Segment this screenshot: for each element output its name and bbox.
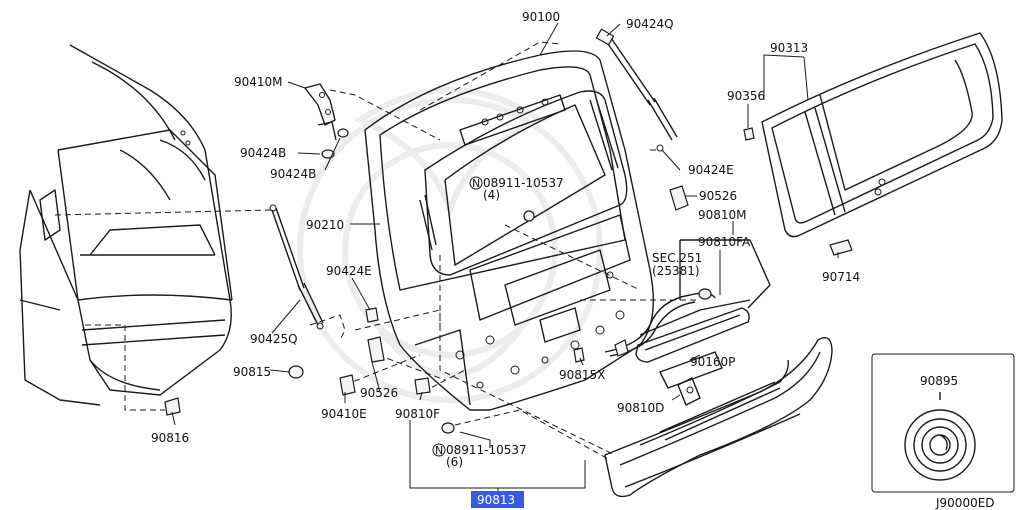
guide-line (422, 369, 466, 393)
rear-glass-90313 (761, 32, 1003, 238)
nut-callout-bottom: N 08911-10537 (6) (432, 443, 527, 469)
label-90410m: 90410M (234, 75, 283, 89)
part-90714 (829, 239, 853, 256)
label-90424q: 90424Q (626, 17, 674, 31)
label-08911-top: 08911-10537 (483, 176, 564, 190)
guide-line (439, 255, 616, 456)
label-90313: 90313 (770, 41, 808, 55)
guide-line (354, 309, 441, 331)
label-90895: 90895 (920, 374, 958, 388)
label-90356: 90356 (727, 89, 765, 103)
wiring-harness-90810m (604, 288, 751, 357)
lower-finisher-90813 (604, 337, 833, 498)
label-90526-right: 90526 (699, 189, 737, 203)
label-90410e: 90410E (321, 407, 367, 421)
label-90815: 90815 (233, 365, 271, 379)
leader-lines (171, 22, 839, 492)
label-90210: 90210 (306, 218, 344, 232)
nut-symbol-top: N (472, 177, 480, 190)
fasteners (288, 185, 689, 434)
label-90526-left: 90526 (360, 386, 398, 400)
label-90424e-top: 90424E (688, 163, 734, 177)
label-90810f: 90810F (395, 407, 440, 421)
label-90815x: 90815X (559, 368, 605, 382)
gas-strut-90425q (269, 204, 324, 330)
clip-90356 (743, 127, 755, 141)
label-90424e-left: 90424E (326, 264, 372, 278)
guide-line (377, 354, 446, 381)
label-08911-bottom: 08911-10537 (446, 443, 527, 457)
inset-90895 (871, 353, 1015, 493)
finisher-90810fa (635, 239, 771, 363)
guide-line (54, 209, 273, 216)
garnish-90160p (659, 351, 723, 406)
guide-line (309, 314, 346, 341)
label-90816: 90816 (151, 431, 189, 445)
diagram-code: J90000ED (935, 496, 995, 510)
label-90425q: 90425Q (250, 332, 298, 346)
label-08911-top-qty: (4) (483, 188, 500, 202)
guide-line (419, 41, 561, 111)
label-90810m: 90810M (698, 208, 747, 222)
nut-symbol-bottom: N (435, 444, 443, 457)
part-90816 (164, 397, 181, 416)
guide-line (454, 409, 611, 461)
label-90100: 90100 (522, 10, 560, 24)
label-90424b-a: 90424B (240, 146, 286, 160)
label-90810d: 90810D (617, 401, 664, 415)
label-08911-bottom-qty: (6) (446, 455, 463, 469)
gas-strut-90424q (595, 28, 678, 152)
highlight-90813[interactable]: 90813 (471, 491, 524, 508)
label-sec251-ref: (25381) (652, 264, 700, 278)
highlight-box[interactable] (471, 491, 524, 508)
guide-line (85, 324, 165, 411)
label-90810fa: 90810FA (698, 235, 751, 249)
label-sec251: SEC.251 (652, 251, 702, 265)
guide-line (504, 224, 641, 291)
guide-line (329, 89, 441, 141)
hinge-90410m (304, 83, 349, 159)
label-90424b-b: 90424B (270, 167, 316, 181)
vehicle-rear-body (19, 44, 233, 406)
label-90714: 90714 (822, 270, 860, 284)
label-90813[interactable]: 90813 (477, 493, 515, 507)
label-90160p: 90160P (690, 355, 735, 369)
nut-callout-top: N 08911-10537 (4) (469, 176, 564, 202)
guide-line (344, 354, 421, 386)
